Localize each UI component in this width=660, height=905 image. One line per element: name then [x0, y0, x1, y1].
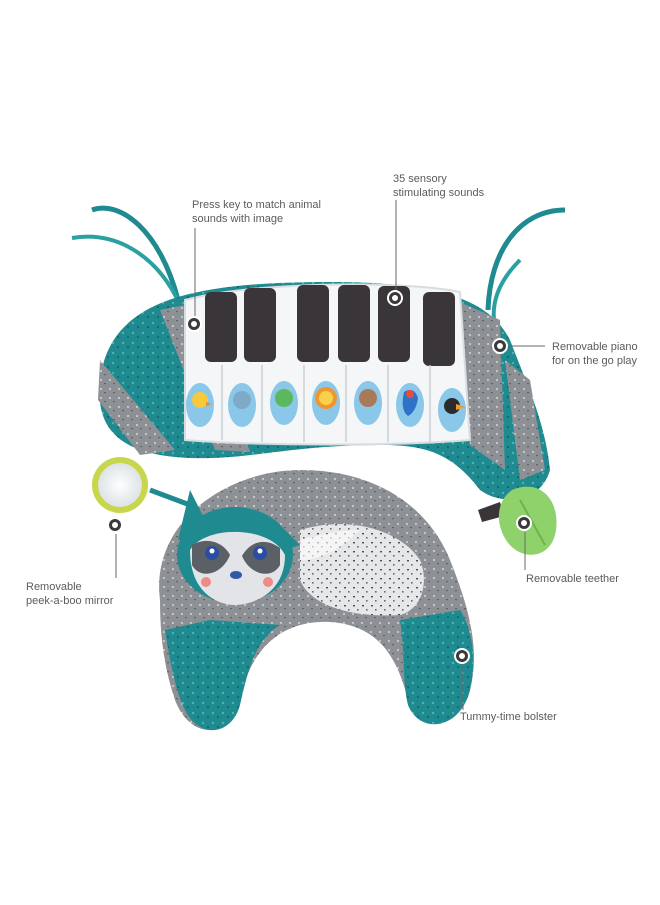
- callout-dot-piano: [492, 338, 508, 354]
- callout-dot-mirror: [107, 517, 123, 533]
- raccoon-face: [177, 490, 300, 605]
- ribbon-ties-left: [71, 205, 182, 306]
- callout-dot-sensory: [387, 290, 403, 306]
- callout-sensory-sounds: 35 sensory stimulating sounds: [393, 173, 485, 199]
- frog-icon: [270, 381, 298, 425]
- callout-dot-press-key: [186, 316, 202, 332]
- duck-icon: [186, 383, 214, 427]
- animal-key-badges: [186, 381, 466, 432]
- callout-dot-teether: [516, 515, 532, 531]
- callout-bolster: Tummy-time bolster: [460, 711, 557, 723]
- lion-icon: [312, 381, 340, 425]
- ribbon-ties-right: [485, 207, 566, 321]
- callout-mirror: Removable peek-a-boo mirror: [26, 581, 114, 607]
- callout-press-key: Press key to match animal sounds with im…: [192, 199, 321, 225]
- elephant-icon: [228, 383, 256, 427]
- parrot-icon: [396, 383, 424, 427]
- keyboard-panel: [184, 283, 472, 446]
- monkey-icon: [354, 381, 382, 425]
- toucan-icon: [438, 388, 466, 432]
- black-keys: [205, 285, 455, 366]
- tummy-time-bolster: [159, 470, 474, 731]
- callout-removable-piano: Removable piano for on the go play: [552, 341, 638, 367]
- callout-lines: [115, 200, 545, 710]
- callout-dot-bolster: [454, 648, 470, 664]
- callout-teether: Removable teether: [526, 573, 619, 585]
- peek-a-boo-mirror: [92, 457, 191, 513]
